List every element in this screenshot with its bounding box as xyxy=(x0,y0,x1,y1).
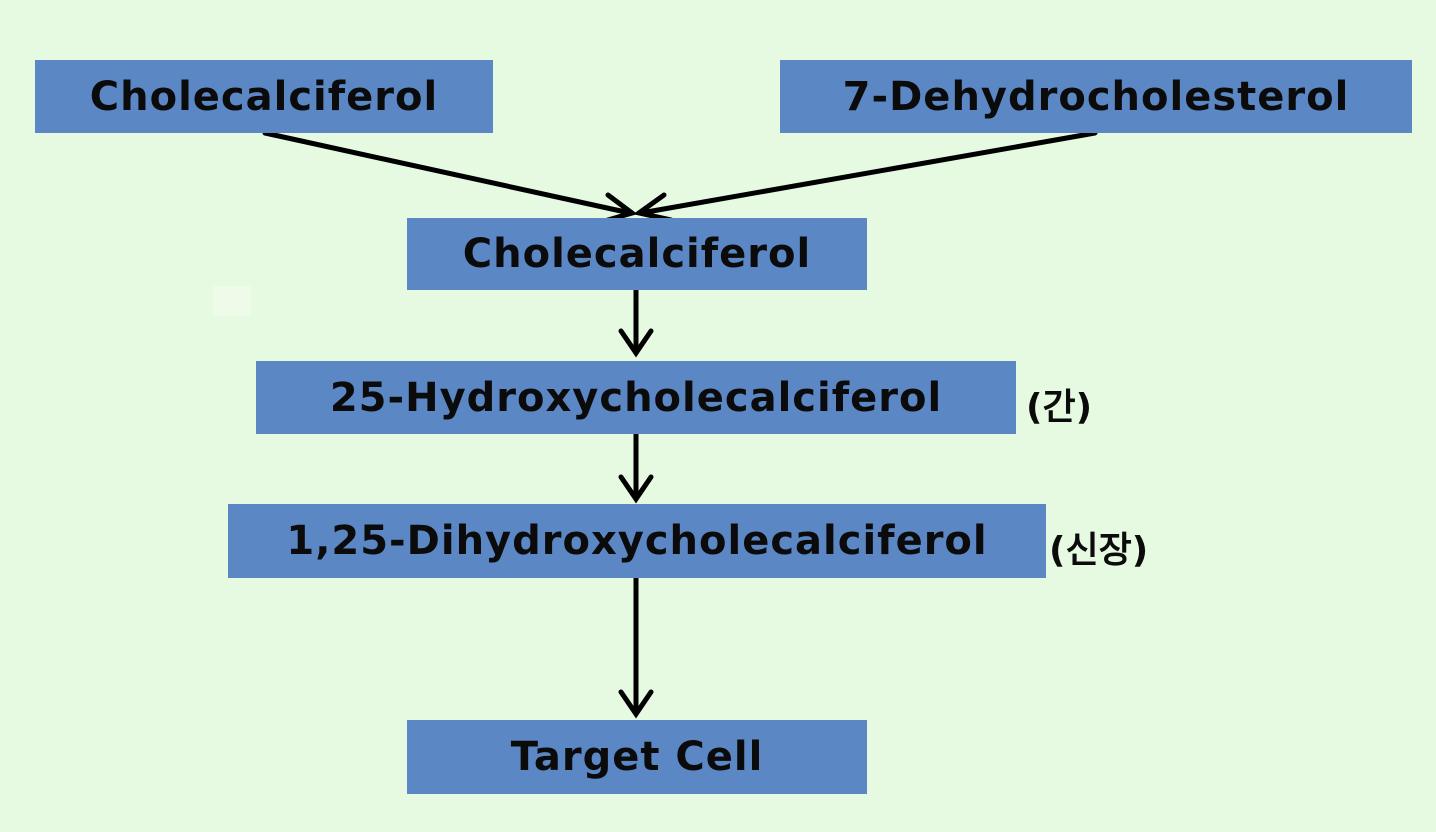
background-artifact xyxy=(213,286,251,316)
node-target-cell: Target Cell xyxy=(407,720,867,794)
node-7-dehydrocholesterol: 7-Dehydrocholesterol xyxy=(780,60,1412,133)
node-cholecalciferol-source: Cholecalciferol xyxy=(35,60,493,133)
arrow-125-to-target xyxy=(618,575,654,719)
note-liver: (간) xyxy=(1026,387,1093,428)
arrow-left-to-merge xyxy=(262,130,638,225)
arrow-25-to-125 xyxy=(618,431,654,504)
arrow-merge-to-25 xyxy=(618,287,654,358)
arrow-right-to-merge xyxy=(632,130,1098,223)
node-25-hydroxycholecalciferol: 25-Hydroxycholecalciferol xyxy=(256,361,1016,434)
node-125-dihydroxycholecalciferol: 1,25-Dihydroxycholecalciferol xyxy=(228,504,1046,578)
note-kidney: (신장) xyxy=(1049,530,1149,571)
node-cholecalciferol: Cholecalciferol xyxy=(407,218,867,290)
